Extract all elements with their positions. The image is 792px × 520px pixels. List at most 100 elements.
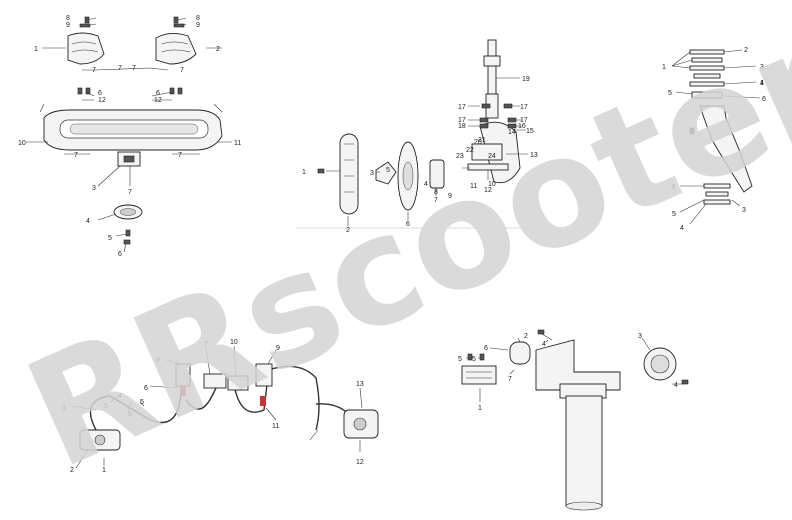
- callout-label: 8: [66, 15, 70, 22]
- brake-lever-right: [255, 363, 273, 387]
- callout-label: 9: [276, 345, 280, 352]
- callout-label: 23: [456, 153, 464, 160]
- callout-label: 2: [70, 467, 74, 474]
- callout-label: 11: [234, 140, 241, 147]
- callout-label: 12: [98, 97, 106, 104]
- callout-label: 6: [406, 221, 410, 228]
- callout-label: 6: [144, 385, 148, 392]
- callout-label: 17: [458, 104, 466, 111]
- callout-label: 12: [484, 187, 492, 194]
- screw-icon: [125, 229, 131, 237]
- callout-label: 10: [488, 181, 496, 188]
- tire: [339, 133, 359, 215]
- callout-label: 5: [668, 90, 672, 97]
- callout-label: 8: [156, 357, 160, 364]
- callout-label: 5: [458, 356, 462, 363]
- callout-label: 1: [478, 405, 482, 412]
- fork-clamp: [471, 143, 503, 161]
- callout-label: 10: [230, 339, 238, 346]
- callout-label: 12: [154, 97, 162, 104]
- brake-switch: [180, 386, 186, 396]
- callout-label: 6: [484, 345, 488, 352]
- callout-label: 4: [542, 341, 546, 348]
- stem-tube: [565, 395, 603, 507]
- callout-label: 9: [66, 22, 70, 29]
- callout-label: 21: [478, 137, 486, 144]
- callout-label: 7: [74, 152, 78, 159]
- callout-label: 4: [86, 218, 90, 225]
- callout-label: 8: [196, 15, 200, 22]
- callout-label: 7: [204, 341, 208, 348]
- callout-label: 6: [98, 90, 102, 97]
- throttle: [509, 341, 531, 365]
- callout-label: 1: [302, 169, 306, 176]
- callout-label: 6: [672, 184, 676, 191]
- callout-label: 4: [118, 393, 122, 400]
- fork-stem: [487, 39, 497, 99]
- callout-label: 7: [178, 152, 182, 159]
- callout-label: 11: [470, 183, 477, 190]
- steering-tube: [699, 105, 753, 193]
- callout-label: 3: [370, 170, 374, 177]
- callout-label: 1: [760, 80, 764, 87]
- steering-head-assembly: 1 1 2 3 3 4 4 5 5 6 6: [662, 47, 766, 232]
- callout-label: 2: [346, 227, 350, 234]
- callout-label: 14: [508, 129, 516, 136]
- callout-label: 13: [356, 381, 364, 388]
- callout-label: 1: [34, 46, 38, 53]
- callout-label: 4: [674, 382, 678, 389]
- callout-label: 22: [466, 147, 474, 154]
- callout-label: 20: [474, 139, 482, 146]
- callout-label: 5: [672, 211, 676, 218]
- callout-label: 5: [108, 235, 112, 242]
- callout-label: 6: [762, 96, 766, 103]
- callout-label: 5: [128, 411, 132, 418]
- callout-label: 5: [104, 403, 108, 410]
- callout-label: 6: [156, 90, 160, 97]
- watermark-text: RRscooters: [4, 0, 792, 503]
- front-wheel-fork-assembly: 1 2 3 4 5 6 7 8 9 10 11 12 13 14 15 16 1…: [302, 39, 538, 234]
- callout-label: 7: [180, 67, 184, 74]
- label-plate: [461, 365, 497, 385]
- callout-label: 3: [92, 185, 96, 192]
- callout-label: 3: [638, 333, 642, 340]
- callout-label: 15: [526, 128, 534, 135]
- callout-label: 8: [434, 189, 438, 196]
- callout-label: 5: [140, 399, 144, 406]
- callout-label: 2: [744, 47, 748, 54]
- right-signal-cover: [155, 33, 197, 65]
- hub-motor: [429, 159, 445, 189]
- callout-label: 3: [62, 405, 66, 412]
- callout-label: 2: [524, 333, 528, 340]
- left-signal-cover: [67, 32, 105, 65]
- callout-label: 16: [518, 123, 526, 130]
- headlight-assembly: 1 2 6 6 7 7 7 7 7 7 7 8 8 9 9 10 11 12 1…: [18, 15, 241, 258]
- callout-label: 9: [196, 22, 200, 29]
- callout-label: 7: [128, 189, 132, 196]
- callout-label: 7: [434, 197, 438, 204]
- callout-label: 17: [520, 117, 528, 124]
- callout-label: 6: [118, 251, 122, 258]
- callout-label: 7: [508, 376, 512, 383]
- callout-label: 1: [102, 467, 106, 474]
- stem-and-horn-assembly: 1 2 3 4 4 5 5 6 7: [458, 329, 689, 511]
- callout-label: 24: [488, 153, 496, 160]
- nut-icon: [79, 23, 91, 28]
- callout-label: 9: [448, 193, 452, 200]
- callout-label: 4: [680, 225, 684, 232]
- callout-label: 3: [760, 64, 764, 71]
- brake-controller-right: [227, 375, 249, 391]
- callout-label: 5: [472, 356, 476, 363]
- callout-label: 7: [132, 65, 136, 72]
- callout-label: 18: [458, 123, 466, 130]
- callout-label: 17: [520, 104, 528, 111]
- brake-system-assembly: 1 2 3 4 5 5 5 6 7 8 9 10 11 12 13: [62, 339, 379, 474]
- callout-label: 13: [530, 152, 538, 159]
- screw-icon: [173, 16, 179, 24]
- callout-label: 19: [522, 76, 530, 83]
- nut-icon: [173, 23, 185, 28]
- callout-label: 4: [760, 80, 764, 87]
- callout-label: 10: [18, 140, 26, 147]
- callout-label: 7: [92, 67, 96, 74]
